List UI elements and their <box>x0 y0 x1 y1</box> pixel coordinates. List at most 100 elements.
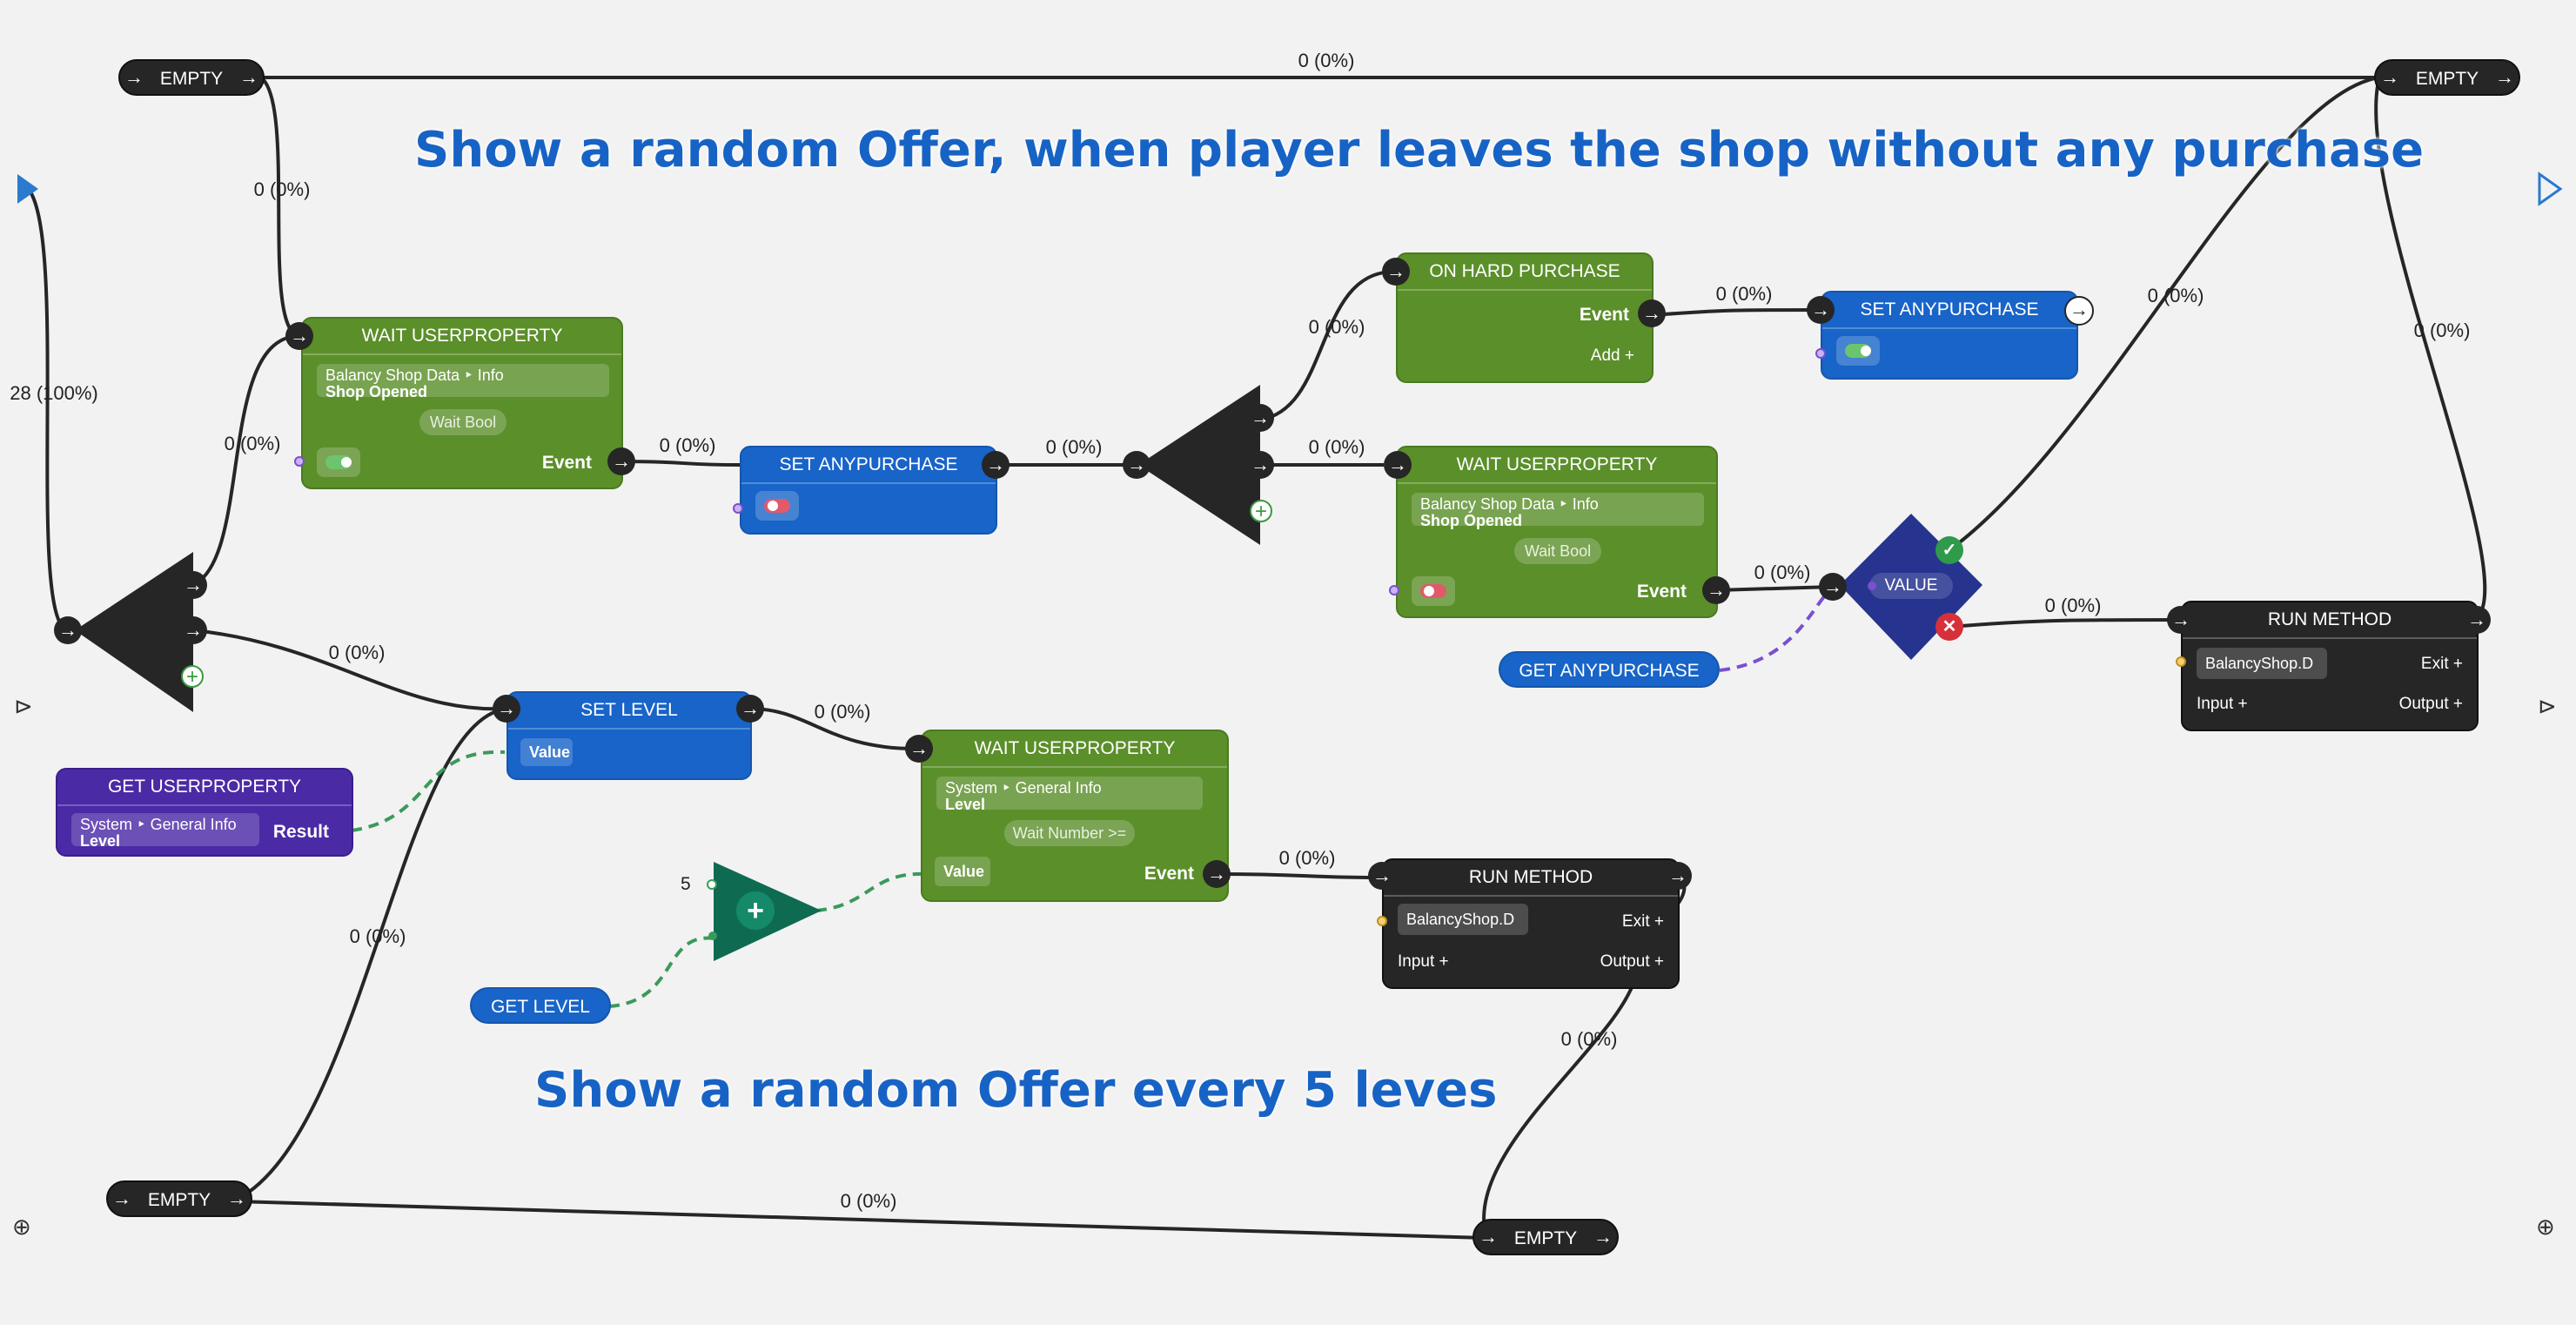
input-plus-icon[interactable]: + <box>2237 695 2248 713</box>
method-field[interactable]: BalancyShop.D <box>1398 904 1528 935</box>
add-label[interactable]: Add + <box>1590 346 1634 365</box>
output-label[interactable]: Output + <box>1600 952 1664 971</box>
empty-top-left-in-port[interactable]: → <box>120 64 148 91</box>
output-plus-icon[interactable]: + <box>1654 952 1664 971</box>
empty-bottom-left-out-port[interactable]: → <box>223 1185 251 1213</box>
property-path-field[interactable]: Balancy Shop Data ‣ Info Shop Opened <box>317 364 609 400</box>
on-hard-purchase-node[interactable]: ON HARD PURCHASE Event Add + <box>1396 252 1654 383</box>
property-path: Balancy Shop Data ‣ Info <box>325 367 504 384</box>
property-path-field[interactable]: Balancy Shop Data ‣ Info Shop Opened <box>1412 493 1704 529</box>
wait-userproperty-shop-node-2[interactable]: WAIT USERPROPERTY Balancy Shop Data ‣ In… <box>1396 446 1718 618</box>
split-left-out-port-1[interactable]: → <box>179 571 207 599</box>
run-method-2-in-port[interactable]: → <box>1368 862 1396 890</box>
value-field[interactable]: Value <box>520 738 573 766</box>
on-hard-purchase-out-port[interactable]: → <box>1638 299 1666 327</box>
empty-top-left-out-port[interactable]: → <box>235 64 263 91</box>
right-marker <box>2538 172 2563 206</box>
add-input-port-2[interactable] <box>708 932 717 940</box>
property-path-field[interactable]: System ‣ General Info Level <box>936 777 1203 813</box>
right-add-icon[interactable]: ⊳ <box>2538 693 2557 719</box>
right-bottom-plus-icon[interactable]: ⊕ <box>2536 1214 2555 1240</box>
toggle-switch[interactable] <box>317 447 360 477</box>
toggle-switch[interactable] <box>755 491 799 521</box>
input-label[interactable]: Input + <box>2197 695 2248 713</box>
wait-level-in-port[interactable]: → <box>905 735 933 763</box>
wait-userproperty-shop-node[interactable]: WAIT USERPROPERTY Balancy Shop Data ‣ In… <box>301 317 623 489</box>
wait-level-out-port[interactable]: → <box>1203 860 1231 888</box>
wait-shop-2-out-port[interactable]: → <box>1702 576 1730 604</box>
toggle-switch[interactable] <box>1836 336 1880 366</box>
split-mid-in-port[interactable]: → <box>1123 451 1150 479</box>
set-anypurchase-1-out-port[interactable]: → <box>982 451 1010 479</box>
value-node-label[interactable]: VALUE <box>1869 573 1953 599</box>
method-field[interactable]: BalancyShop.D <box>2197 648 2327 679</box>
get-level-node[interactable]: GET LEVEL <box>470 987 611 1024</box>
run-method-node-2[interactable]: RUN METHOD BalancyShop.D Exit + Input + … <box>1382 858 1680 989</box>
set-anypurchase-2-out-port[interactable]: → <box>2064 296 2094 326</box>
left-bottom-plus-icon[interactable]: ⊕ <box>12 1214 31 1240</box>
toggle-switch[interactable] <box>1412 576 1455 606</box>
set-level-node[interactable]: SET LEVEL Value <box>506 691 752 780</box>
split-left-in-port[interactable]: → <box>54 616 82 644</box>
value-false-cross-icon[interactable]: ✕ <box>1935 613 1963 641</box>
set-anypurchase-node-2[interactable]: SET ANYPURCHASE <box>1821 291 2078 380</box>
empty-bottom-left-in-port[interactable]: → <box>108 1185 136 1213</box>
exit-label[interactable]: Exit + <box>1621 912 1664 931</box>
empty-node-label: EMPTY <box>147 1190 211 1210</box>
value-field[interactable]: Value <box>935 857 990 886</box>
wait-shop-2-data-port[interactable] <box>1389 585 1399 595</box>
property-field: Shop Opened <box>325 383 427 400</box>
wait-shop-out-port[interactable]: → <box>607 447 635 475</box>
empty-top-right-in-port[interactable]: → <box>2376 64 2404 91</box>
wait-mode-tag: Wait Bool <box>1514 538 1601 564</box>
run-method-1-out-port[interactable]: → <box>2463 606 2491 634</box>
add-constant-value[interactable]: 5 <box>681 874 691 894</box>
run-method-node-1[interactable]: RUN METHOD BalancyShop.D Exit + Input + … <box>2181 601 2479 731</box>
split-mid-add-icon[interactable]: + <box>1250 500 1272 522</box>
node-title: SET ANYPURCHASE <box>741 447 996 484</box>
on-hard-purchase-in-port[interactable]: → <box>1382 258 1410 286</box>
set-anypurchase-1-data-port[interactable] <box>733 503 743 514</box>
exit-plus-icon[interactable]: + <box>2452 655 2463 673</box>
set-anypurchase-2-data-port[interactable] <box>1815 348 1826 359</box>
wait-shop-data-port[interactable] <box>294 456 305 467</box>
set-anypurchase-2-in-port[interactable]: → <box>1807 296 1835 324</box>
left-add-icon[interactable]: ⊳ <box>14 693 33 719</box>
output-label[interactable]: Output + <box>2398 695 2463 713</box>
input-label[interactable]: Input + <box>1398 952 1449 971</box>
output-plus-icon[interactable]: + <box>2452 695 2463 713</box>
get-userproperty-node[interactable]: GET USERPROPERTY System ‣ General Info L… <box>56 768 353 857</box>
run-method-1-in-port[interactable]: → <box>2167 606 2195 634</box>
edge-wait2-to-value <box>1715 585 1834 592</box>
value-data-port[interactable] <box>1868 582 1876 590</box>
split-left-out-port-2[interactable]: → <box>179 616 207 644</box>
property-path: System ‣ General Info <box>945 779 1102 797</box>
set-anypurchase-node-1[interactable]: SET ANYPURCHASE <box>740 446 997 535</box>
wait-shop-2-in-port[interactable]: → <box>1384 451 1412 479</box>
wait-userproperty-level-node[interactable]: WAIT USERPROPERTY System ‣ General Info … <box>921 730 1229 902</box>
edge-label-check-to-empty: 0 (0%) <box>2147 285 2204 306</box>
input-plus-icon[interactable]: + <box>1439 952 1449 971</box>
run-method-2-data-port[interactable] <box>1377 916 1387 926</box>
edge-setlevel-to-wait <box>749 707 916 750</box>
run-method-2-out-port[interactable]: → <box>1664 862 1692 890</box>
empty-bottom-mid-in-port[interactable]: → <box>1474 1223 1502 1251</box>
property-path-field[interactable]: System ‣ General Info Level <box>71 813 259 850</box>
wait-shop-in-port[interactable]: → <box>285 322 313 350</box>
exit-label[interactable]: Exit + <box>2420 655 2463 673</box>
value-in-port[interactable]: → <box>1819 573 1847 601</box>
set-level-in-port[interactable]: → <box>493 695 520 723</box>
add-plus-icon[interactable]: + <box>1624 346 1634 365</box>
add-input-port-1[interactable] <box>707 879 717 890</box>
split-mid-out-port-2[interactable]: → <box>1246 451 1274 479</box>
get-anypurchase-node[interactable]: GET ANYPURCHASE <box>1499 651 1720 688</box>
run-method-1-data-port[interactable] <box>2176 656 2186 667</box>
value-true-check-icon[interactable]: ✓ <box>1935 536 1963 564</box>
split-mid-out-port-1[interactable]: → <box>1246 404 1274 432</box>
empty-top-right-out-port[interactable]: → <box>2491 64 2519 91</box>
empty-bottom-mid-out-port[interactable]: → <box>1589 1223 1617 1251</box>
set-level-out-port[interactable]: → <box>736 695 764 723</box>
split-left-add-icon[interactable]: + <box>181 665 204 688</box>
exit-plus-icon[interactable]: + <box>1654 912 1664 931</box>
